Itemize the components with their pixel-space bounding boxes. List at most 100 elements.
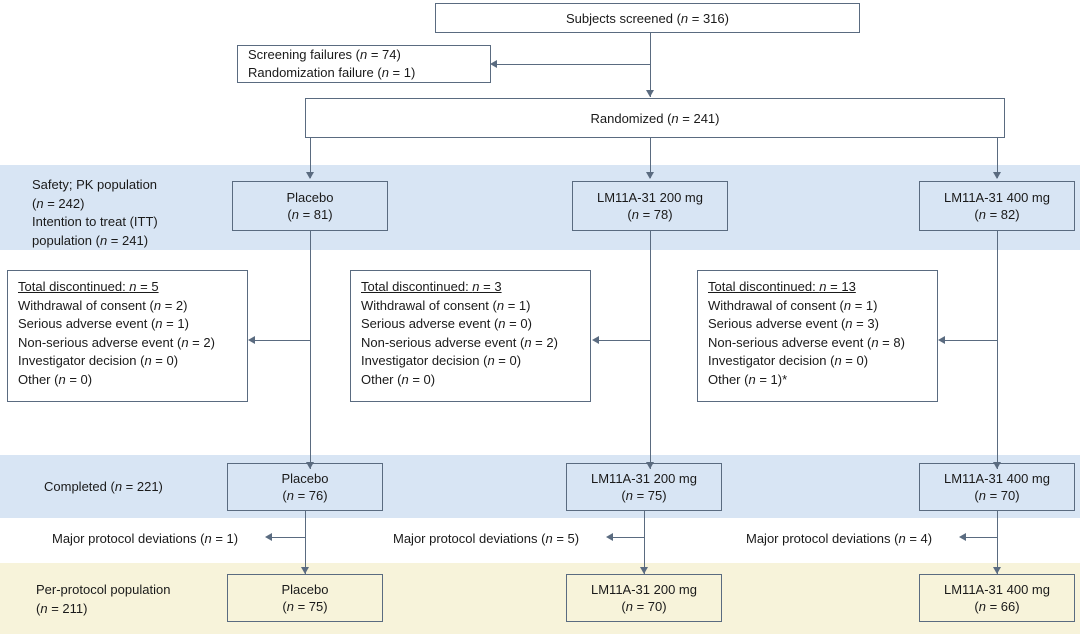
safety-population-label: Safety; PK population (n = 242) Intentio… (32, 176, 158, 250)
connector-to-discontinued-arm-400 (945, 340, 997, 341)
discontinued-item: Investigator decision (n = 0) (18, 353, 179, 368)
randomized-label: Randomized (n = 241) (590, 110, 720, 126)
arrow-arm-200-to-completed (646, 462, 654, 469)
discontinued-header: Total discontinued: n = 13 (708, 279, 856, 294)
arrow-placebo-to-completed (306, 462, 314, 469)
connector-arm-400-to-completed (997, 231, 998, 469)
connector-to-deviations-placebo (272, 537, 305, 538)
connector-to-deviations-arm-400 (966, 537, 997, 538)
safety-population-band (0, 165, 1080, 250)
screening-failures-line-2: Randomization failure (n = 1) (248, 65, 416, 80)
discontinued-item: Withdrawal of consent (n = 1) (361, 297, 531, 313)
arm-box-lm11a31-200-completed: LM11A-31 200 mg (n = 75) (566, 463, 722, 511)
discontinued-item: Serious adverse event (n = 3) (708, 316, 879, 331)
arrow-to-discontinued-arm-200 (592, 336, 599, 344)
protocol-deviations-label-arm-400: Major protocol deviations (n = 4) (746, 531, 933, 546)
arm-count: (n = 70) (621, 599, 667, 614)
arm-count: (n = 66) (974, 599, 1020, 614)
arm-count: (n = 75) (282, 599, 328, 614)
arm-count: (n = 75) (621, 488, 667, 503)
arrow-to-deviations-arm-400 (959, 533, 966, 541)
discontinued-item: Other (n = 0) (361, 371, 436, 387)
arrow-to-discontinued-placebo (248, 336, 255, 344)
arm-box-lm11a31-400-completed: LM11A-31 400 mg (n = 70) (919, 463, 1075, 511)
safety-population-line-4: population (n = 241) (32, 232, 149, 248)
arm-name: LM11A-31 400 mg (944, 471, 1050, 486)
arm-count: (n = 70) (974, 488, 1020, 503)
arrow-to-discontinued-arm-400 (938, 336, 945, 344)
discontinued-item: Investigator decision (n = 0) (708, 353, 869, 368)
arm-box-placebo-randomized: Placebo (n = 81) (232, 181, 388, 231)
arrow-arm-400-to-per-protocol (993, 567, 1001, 574)
arrow-randomized-to-placebo (306, 172, 314, 179)
connector-randomized-to-arm-200 (650, 138, 651, 178)
arm-count: (n = 76) (282, 488, 328, 503)
connector-arm-200-to-completed (650, 231, 651, 469)
safety-population-line-3: Intention to treat (ITT) (32, 214, 158, 229)
arm-box-placebo-per-protocol: Placebo (n = 75) (227, 574, 383, 622)
arrow-arm-200-to-per-protocol (640, 567, 648, 574)
connector-placebo-to-per-protocol (305, 511, 306, 574)
safety-population-line-2: (n = 242) (32, 195, 85, 211)
connector-randomized-to-arm-400 (997, 138, 998, 178)
subjects-screened-label: Subjects screened (n = 316) (566, 10, 729, 26)
safety-population-line-1: Safety; PK population (32, 177, 158, 192)
discontinued-item: Withdrawal of consent (n = 2) (18, 297, 188, 313)
connector-to-screening-failures (497, 64, 650, 65)
connector-arm-400-to-per-protocol (997, 511, 998, 574)
discontinued-item: Serious adverse event (n = 1) (18, 316, 189, 331)
connector-to-discontinued-placebo (255, 340, 310, 341)
connector-screened-to-randomized (650, 33, 651, 97)
discontinued-item: Serious adverse event (n = 0) (361, 316, 532, 331)
connector-to-discontinued-arm-200 (599, 340, 650, 341)
arrow-placebo-to-per-protocol (301, 567, 309, 574)
subjects-screened-box: Subjects screened (n = 316) (435, 3, 860, 33)
per-protocol-line-2: (n = 211) (36, 600, 88, 616)
arm-name: LM11A-31 200 mg (591, 582, 697, 597)
arm-name: LM11A-31 400 mg (944, 190, 1050, 205)
discontinued-item: Non-serious adverse event (n = 2) (18, 334, 215, 350)
arm-box-placebo-completed: Placebo (n = 76) (227, 463, 383, 511)
arm-box-lm11a31-200-randomized: LM11A-31 200 mg (n = 78) (572, 181, 728, 231)
arm-name: LM11A-31 200 mg (591, 471, 697, 486)
arm-name: Placebo (281, 471, 329, 486)
arrow-randomized-to-arm-400 (993, 172, 1001, 179)
arm-name: LM11A-31 200 mg (597, 190, 703, 205)
arrow-to-screening-failures (490, 60, 497, 68)
arm-count: (n = 78) (627, 207, 673, 222)
connector-to-deviations-arm-200 (613, 537, 644, 538)
discontinued-box-lm11a31-400: Total discontinued: n = 13 Withdrawal of… (697, 270, 938, 402)
per-protocol-population-label: Per-protocol population (n = 211) (36, 581, 170, 618)
discontinued-item: Other (n = 1)* (708, 371, 788, 387)
arrow-to-deviations-placebo (265, 533, 272, 541)
screening-failures-box: Screening failures (n = 74) Randomizatio… (237, 45, 491, 83)
arrow-arm-400-to-completed (993, 462, 1001, 469)
arm-box-lm11a31-400-randomized: LM11A-31 400 mg (n = 82) (919, 181, 1075, 231)
discontinued-box-lm11a31-200: Total discontinued: n = 3 Withdrawal of … (350, 270, 591, 402)
arrow-randomized-to-arm-200 (646, 172, 654, 179)
arm-name: LM11A-31 400 mg (944, 582, 1050, 597)
randomized-box: Randomized (n = 241) (305, 98, 1005, 138)
discontinued-item: Non-serious adverse event (n = 2) (361, 334, 558, 350)
arm-count: (n = 82) (974, 207, 1020, 222)
connector-arm-200-to-per-protocol (644, 511, 645, 574)
discontinued-item: Withdrawal of consent (n = 1) (708, 297, 878, 313)
arrow-to-deviations-arm-200 (606, 533, 613, 541)
connector-randomized-to-placebo (310, 138, 311, 178)
arm-box-lm11a31-200-per-protocol: LM11A-31 200 mg (n = 70) (566, 574, 722, 622)
discontinued-item: Non-serious adverse event (n = 8) (708, 334, 905, 350)
discontinued-header: Total discontinued: n = 5 (18, 279, 159, 294)
discontinued-box-placebo: Total discontinued: n = 5 Withdrawal of … (7, 270, 248, 402)
arm-box-lm11a31-400-per-protocol: LM11A-31 400 mg (n = 66) (919, 574, 1075, 622)
discontinued-item: Investigator decision (n = 0) (361, 353, 522, 368)
arm-count: (n = 81) (287, 207, 333, 222)
per-protocol-line-1: Per-protocol population (36, 582, 171, 597)
connector-placebo-to-completed (310, 231, 311, 469)
protocol-deviations-label-arm-200: Major protocol deviations (n = 5) (393, 531, 580, 546)
screening-failures-line-1: Screening failures (n = 74) (248, 46, 401, 62)
arm-name: Placebo (286, 190, 334, 205)
arrow-screened-to-randomized (646, 90, 654, 97)
completed-population-label: Completed (n = 221) (44, 479, 163, 494)
protocol-deviations-label-placebo: Major protocol deviations (n = 1) (52, 531, 239, 546)
